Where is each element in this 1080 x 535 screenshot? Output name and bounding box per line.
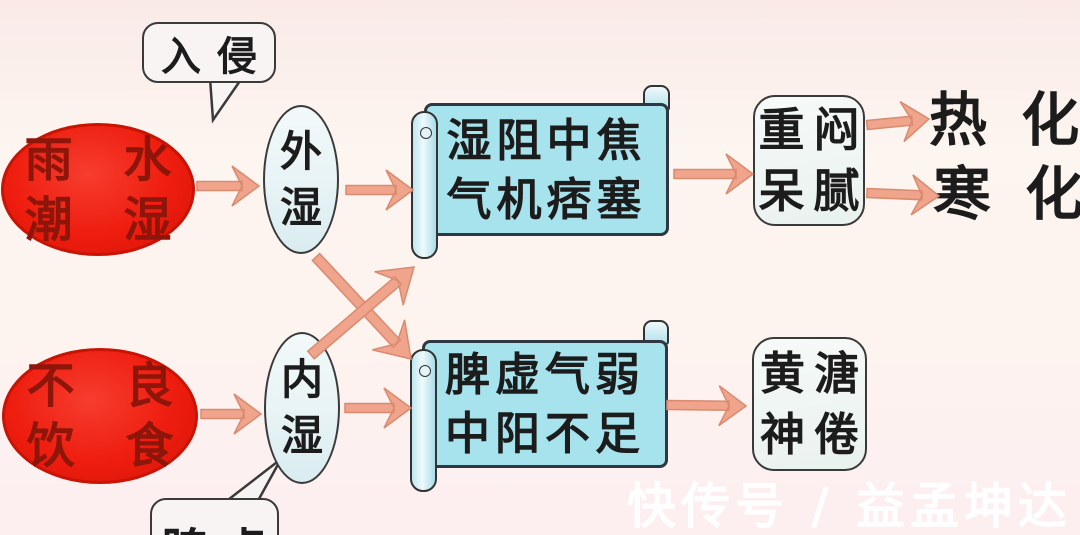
internal-damp-char2: 湿 [280,411,323,460]
cause-poor-diet-line2: 饮 食 [26,418,174,474]
callout-invasion-label: 入侵 [161,33,273,80]
scroll-spleen-line2: 中阳不足 [444,407,645,460]
outcome-heat-label: 热 化 [929,86,1080,154]
arrow-scroll2-to-symptom2 [666,385,748,427]
symptom-yellow-fatigue-box: 黄溏 神倦 [752,337,867,471]
cause-poor-diet-ellipse: 不 良 饮 食 [2,348,198,484]
arrow-diet-to-internal [200,393,263,435]
symptom-yellow-line2: 神倦 [759,408,868,461]
scroll-curl-icon [419,365,431,377]
cause-rain-damp-line2: 潮 湿 [24,191,172,248]
scroll-spleen-line1: 脾虚气弱 [444,348,645,401]
scroll-damp-middle-left-roll [411,111,438,259]
callout-spleen-label: 脾虚 [160,512,280,535]
arrow-internal-to-scroll1 [306,266,416,360]
internal-damp-char1: 内 [280,355,323,404]
arrow-internal-to-scroll2 [344,387,413,429]
cause-rain-damp-line1: 雨 水 [24,131,172,188]
internal-damp-oval: 内 湿 [264,332,340,484]
scroll-damp-middle-line2: 气机痞塞 [446,172,647,226]
arrow-rain-to-external [196,165,261,207]
callout-spleen-deficiency: 脾虚 [150,498,279,535]
cause-rain-damp-ellipse: 雨 水 潮 湿 [1,123,195,256]
scroll-spleen-deficiency: 脾虚气弱 中阳不足 [422,340,668,468]
external-damp-char1: 外 [279,126,322,176]
scroll-curl-icon [420,127,432,139]
symptom-heavy-line2: 呆腻 [758,163,869,218]
watermark: 快传号 / 益孟坤达 [627,478,1073,535]
callout-invasion: 入侵 [142,22,276,83]
external-damp-oval: 外 湿 [263,105,339,254]
arrow-scroll1-to-symptom1 [673,153,755,195]
symptom-yellow-line1: 黄溏 [759,347,868,400]
symptom-heavy-stuffy-box: 重闷 呆腻 [753,95,865,226]
symptom-heavy-line1: 重闷 [758,102,869,157]
outcome-cold-label: 寒 化 [933,160,1080,228]
arrow-symptom1-to-heat [865,101,931,143]
cause-poor-diet-line1: 不 良 [26,358,174,414]
arrow-symptom1-to-cold [866,174,941,216]
arrow-external-to-scroll1 [345,169,415,211]
scroll-spleen-left-roll [410,349,437,492]
external-damp-char2: 湿 [279,182,322,232]
scroll-damp-middle-line1: 湿阻中焦 [446,113,647,167]
